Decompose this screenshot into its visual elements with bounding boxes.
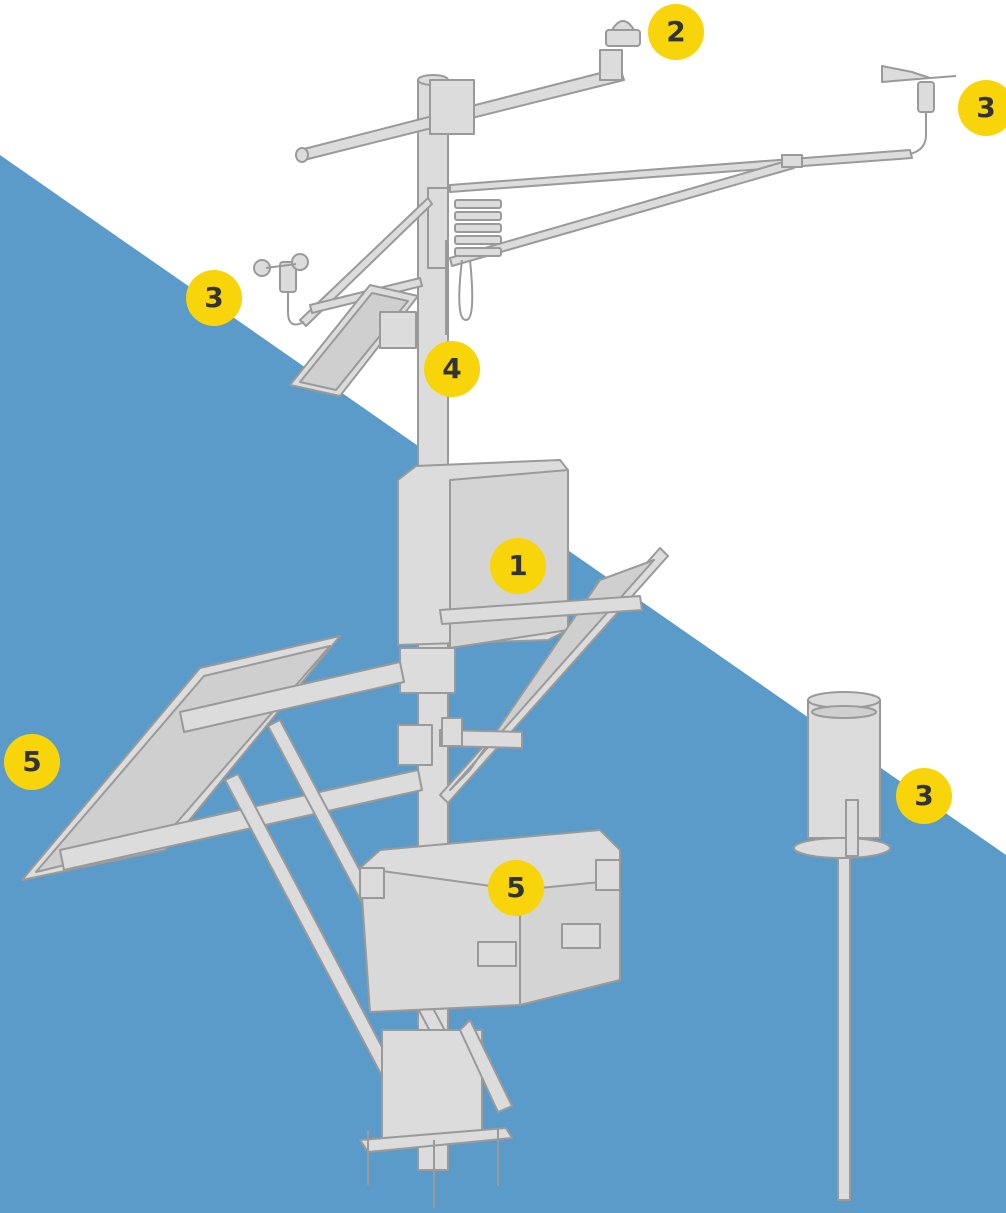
rain-gauge-drawing [794, 692, 890, 858]
callout-label: 3 [914, 782, 933, 810]
blue-background-region [0, 155, 1006, 1213]
callout-label: 3 [976, 94, 995, 122]
callout-solar-panels: 5 [4, 734, 60, 790]
callout-label: 4 [442, 355, 461, 383]
callout-anemometer: 3 [186, 270, 242, 326]
callout-label: 5 [22, 748, 41, 776]
callout-wind-vane: 3 [958, 80, 1006, 136]
anemometer-drawing [254, 254, 308, 292]
wind-vane-arm [450, 110, 926, 266]
callout-sensor-cable: 4 [424, 341, 480, 397]
rain-gauge-pole [838, 855, 850, 1200]
callout-label: 2 [666, 18, 685, 46]
top-cross-arm [296, 50, 624, 162]
callout-label: 1 [508, 552, 527, 580]
callout-data-logger: 1 [490, 538, 546, 594]
solar-radiation-sensor-drawing [606, 21, 640, 46]
callout-rain-gauge: 3 [896, 768, 952, 824]
callout-solar-radiation-sensor: 2 [648, 4, 704, 60]
wind-vane-drawing [882, 66, 956, 112]
battery-boxes [360, 830, 620, 1012]
callout-label: 5 [506, 874, 525, 902]
callout-battery-boxes: 5 [488, 860, 544, 916]
callout-label: 3 [204, 284, 223, 312]
